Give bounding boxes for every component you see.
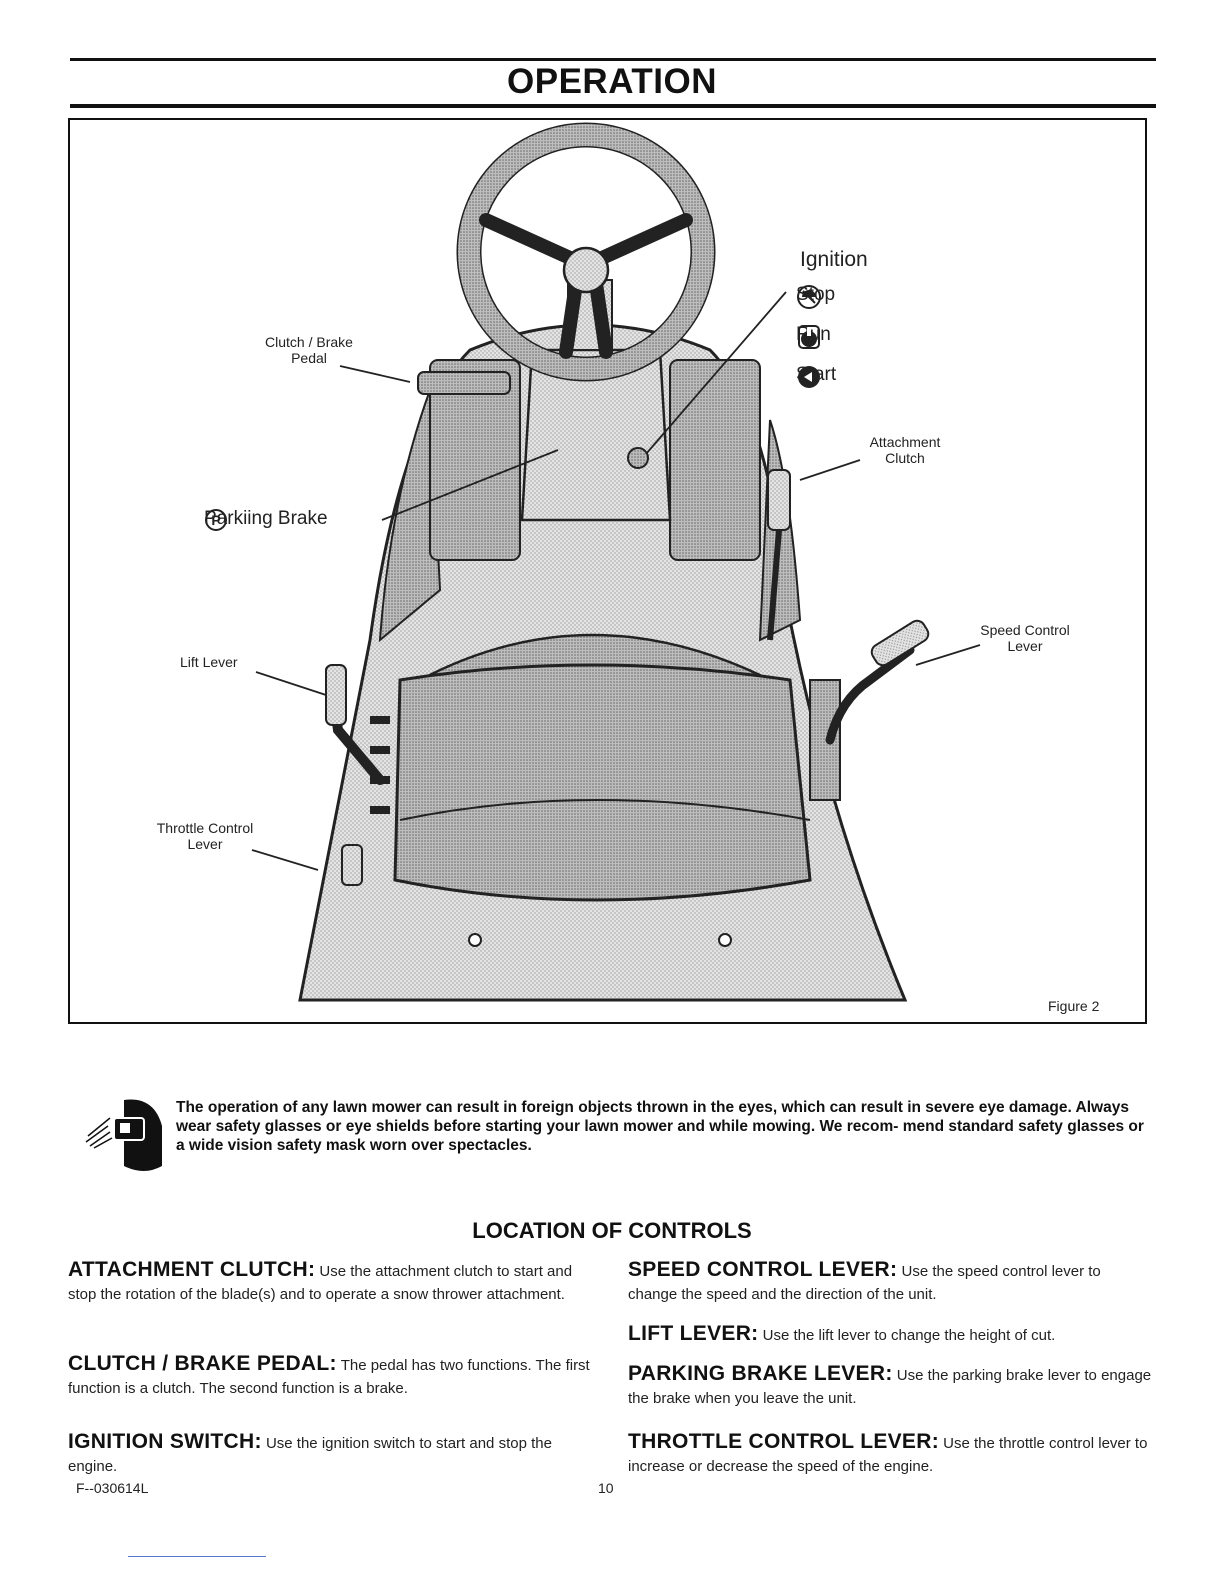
doc-code: F--030614L	[76, 1480, 149, 1496]
footer-link-underline	[128, 1556, 266, 1557]
throttle-lever	[341, 844, 363, 886]
leader-lift	[255, 671, 327, 696]
parking-brake-icon: P	[205, 509, 227, 531]
left-floor-pad	[429, 359, 521, 561]
ignition-key-slot	[627, 447, 649, 469]
attachment-clutch-lever	[767, 469, 791, 531]
page-title: OPERATION	[507, 62, 717, 101]
right-floor-pad	[669, 359, 761, 561]
leader-throttle	[251, 849, 319, 871]
label-parking-brake: Parkiing Brake P	[204, 508, 328, 531]
ignition-start: Start	[796, 364, 836, 388]
leader-ignition	[645, 291, 787, 455]
title-underline	[70, 104, 1156, 108]
control-throttle-control-lever: THROTTLE CONTROL LEVER: Use the throttle…	[628, 1430, 1148, 1475]
lift-notches	[370, 716, 390, 814]
leader-clutch-brake	[339, 365, 411, 383]
label-speed-control: Speed Control Lever	[980, 622, 1070, 654]
control-clutch-brake-pedal: CLUTCH / BRAKE PEDAL: The pedal has two …	[68, 1352, 590, 1397]
leader-speed	[915, 644, 981, 666]
control-parking-brake-lever: PARKING BRAKE LEVER: Use the parking bra…	[628, 1362, 1152, 1407]
warning-text: The operation of any lawn mower can resu…	[176, 1099, 1144, 1154]
leader-attachment	[799, 459, 861, 481]
stop-icon	[797, 285, 821, 309]
label-throttle-control: Throttle Control Lever	[156, 820, 254, 852]
control-speed-control-lever: SPEED CONTROL LEVER: Use the speed contr…	[628, 1258, 1101, 1303]
control-attachment-clutch: ATTACHMENT CLUTCH: Use the attachment cl…	[68, 1258, 573, 1303]
speed-control-lever	[825, 645, 915, 745]
seat-cushion	[393, 663, 812, 902]
tractor-illustration	[251, 122, 981, 1002]
steering-hub	[562, 246, 610, 294]
control-ignition-switch: IGNITION SWITCH: Use the ignition switch…	[68, 1430, 552, 1475]
control-lift-lever: LIFT LEVER: Use the lift lever to change…	[628, 1322, 1056, 1345]
label-attachment-clutch: Attachment Clutch	[869, 434, 941, 466]
steering-spokes	[479, 213, 693, 359]
top-rule	[70, 58, 1156, 61]
ignition-stop: Stop	[796, 284, 835, 309]
ignition-heading: Ignition	[800, 248, 868, 271]
speed-slot	[809, 679, 841, 801]
label-lift-lever: Lift Lever	[180, 654, 238, 670]
figure-caption: Figure 2	[1048, 998, 1100, 1014]
run-icon	[798, 325, 820, 349]
leader-parking-brake	[381, 449, 559, 521]
safety-glasses-icon	[85, 1099, 162, 1171]
eye-safety-warning: The operation of any lawn mower can resu…	[84, 1096, 1154, 1176]
page-number: 10	[598, 1480, 614, 1496]
clutch-pedal	[417, 371, 511, 395]
left-fender	[378, 389, 442, 643]
figure-2: Clutch / Brake Pedal Parkiing Brake P Li…	[68, 118, 1147, 1024]
label-clutch-brake: Clutch / Brake Pedal	[265, 334, 353, 366]
svg-text:P: P	[211, 512, 220, 528]
start-icon	[798, 366, 820, 388]
ignition-run: Run	[796, 324, 831, 349]
section-title: LOCATION OF CONTROLS	[472, 1218, 752, 1243]
